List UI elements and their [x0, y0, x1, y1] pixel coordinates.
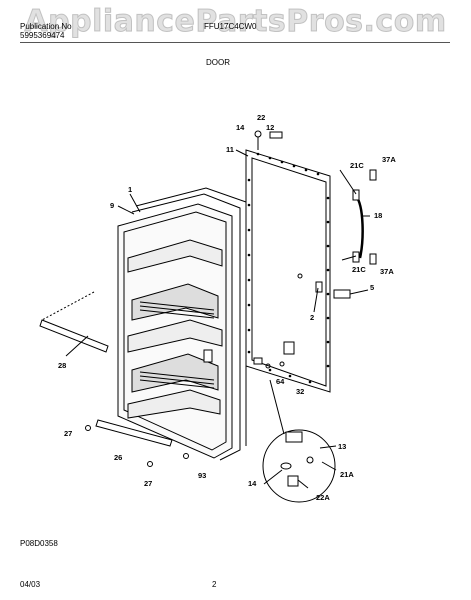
callout-22: 22: [257, 113, 265, 122]
hinge-cover: [269, 131, 283, 139]
callout-93: 93: [198, 471, 206, 480]
callout-27-b: 27: [144, 479, 152, 488]
callout-14-top: 14: [236, 123, 245, 132]
callout-13: 13: [338, 442, 346, 451]
header-rule: [20, 42, 450, 43]
publication-date: 04/03: [20, 580, 41, 589]
callout-32: 32: [296, 387, 304, 396]
callout-27-a: 27: [64, 429, 72, 438]
callout-9: 9: [110, 201, 114, 210]
hinge-screw-top: [254, 130, 262, 138]
drawing-code: P08D0358: [20, 539, 58, 548]
page-number: 2: [212, 580, 217, 589]
callout-26: 26: [114, 453, 122, 462]
door-handle: [352, 169, 377, 265]
part-number: 5995369474: [20, 31, 65, 40]
publication-number-label: Publication No: [20, 22, 72, 31]
callout-64: 64: [276, 377, 285, 386]
callout-18: 18: [374, 211, 382, 220]
outer-door-panel: [245, 149, 331, 393]
callout-21a: 21A: [340, 470, 354, 479]
watermark: AppliancePartsPros.com: [24, 4, 447, 40]
callout-22a: 22A: [316, 493, 330, 502]
callout-12: 12: [266, 123, 274, 132]
callout-11: 11: [226, 145, 234, 154]
section-title: DOOR: [206, 58, 230, 67]
callout-37a-bot: 37A: [380, 267, 394, 276]
trim-strip: [39, 319, 109, 353]
detail-circle: [262, 429, 336, 503]
callout-2: 2: [310, 313, 314, 322]
door-liner: [117, 187, 247, 461]
callout-14: 14: [248, 479, 257, 488]
callout-21c-top: 21C: [350, 161, 364, 170]
callout-21c-bot: 21C: [352, 265, 366, 274]
callout-1: 1: [128, 185, 132, 194]
callout-5: 5: [370, 283, 374, 292]
callout-28: 28: [58, 361, 66, 370]
callout-37a-top: 37A: [382, 155, 396, 164]
bottom-trim: [95, 419, 173, 447]
model-number: FFU17C4CW0: [204, 22, 257, 31]
